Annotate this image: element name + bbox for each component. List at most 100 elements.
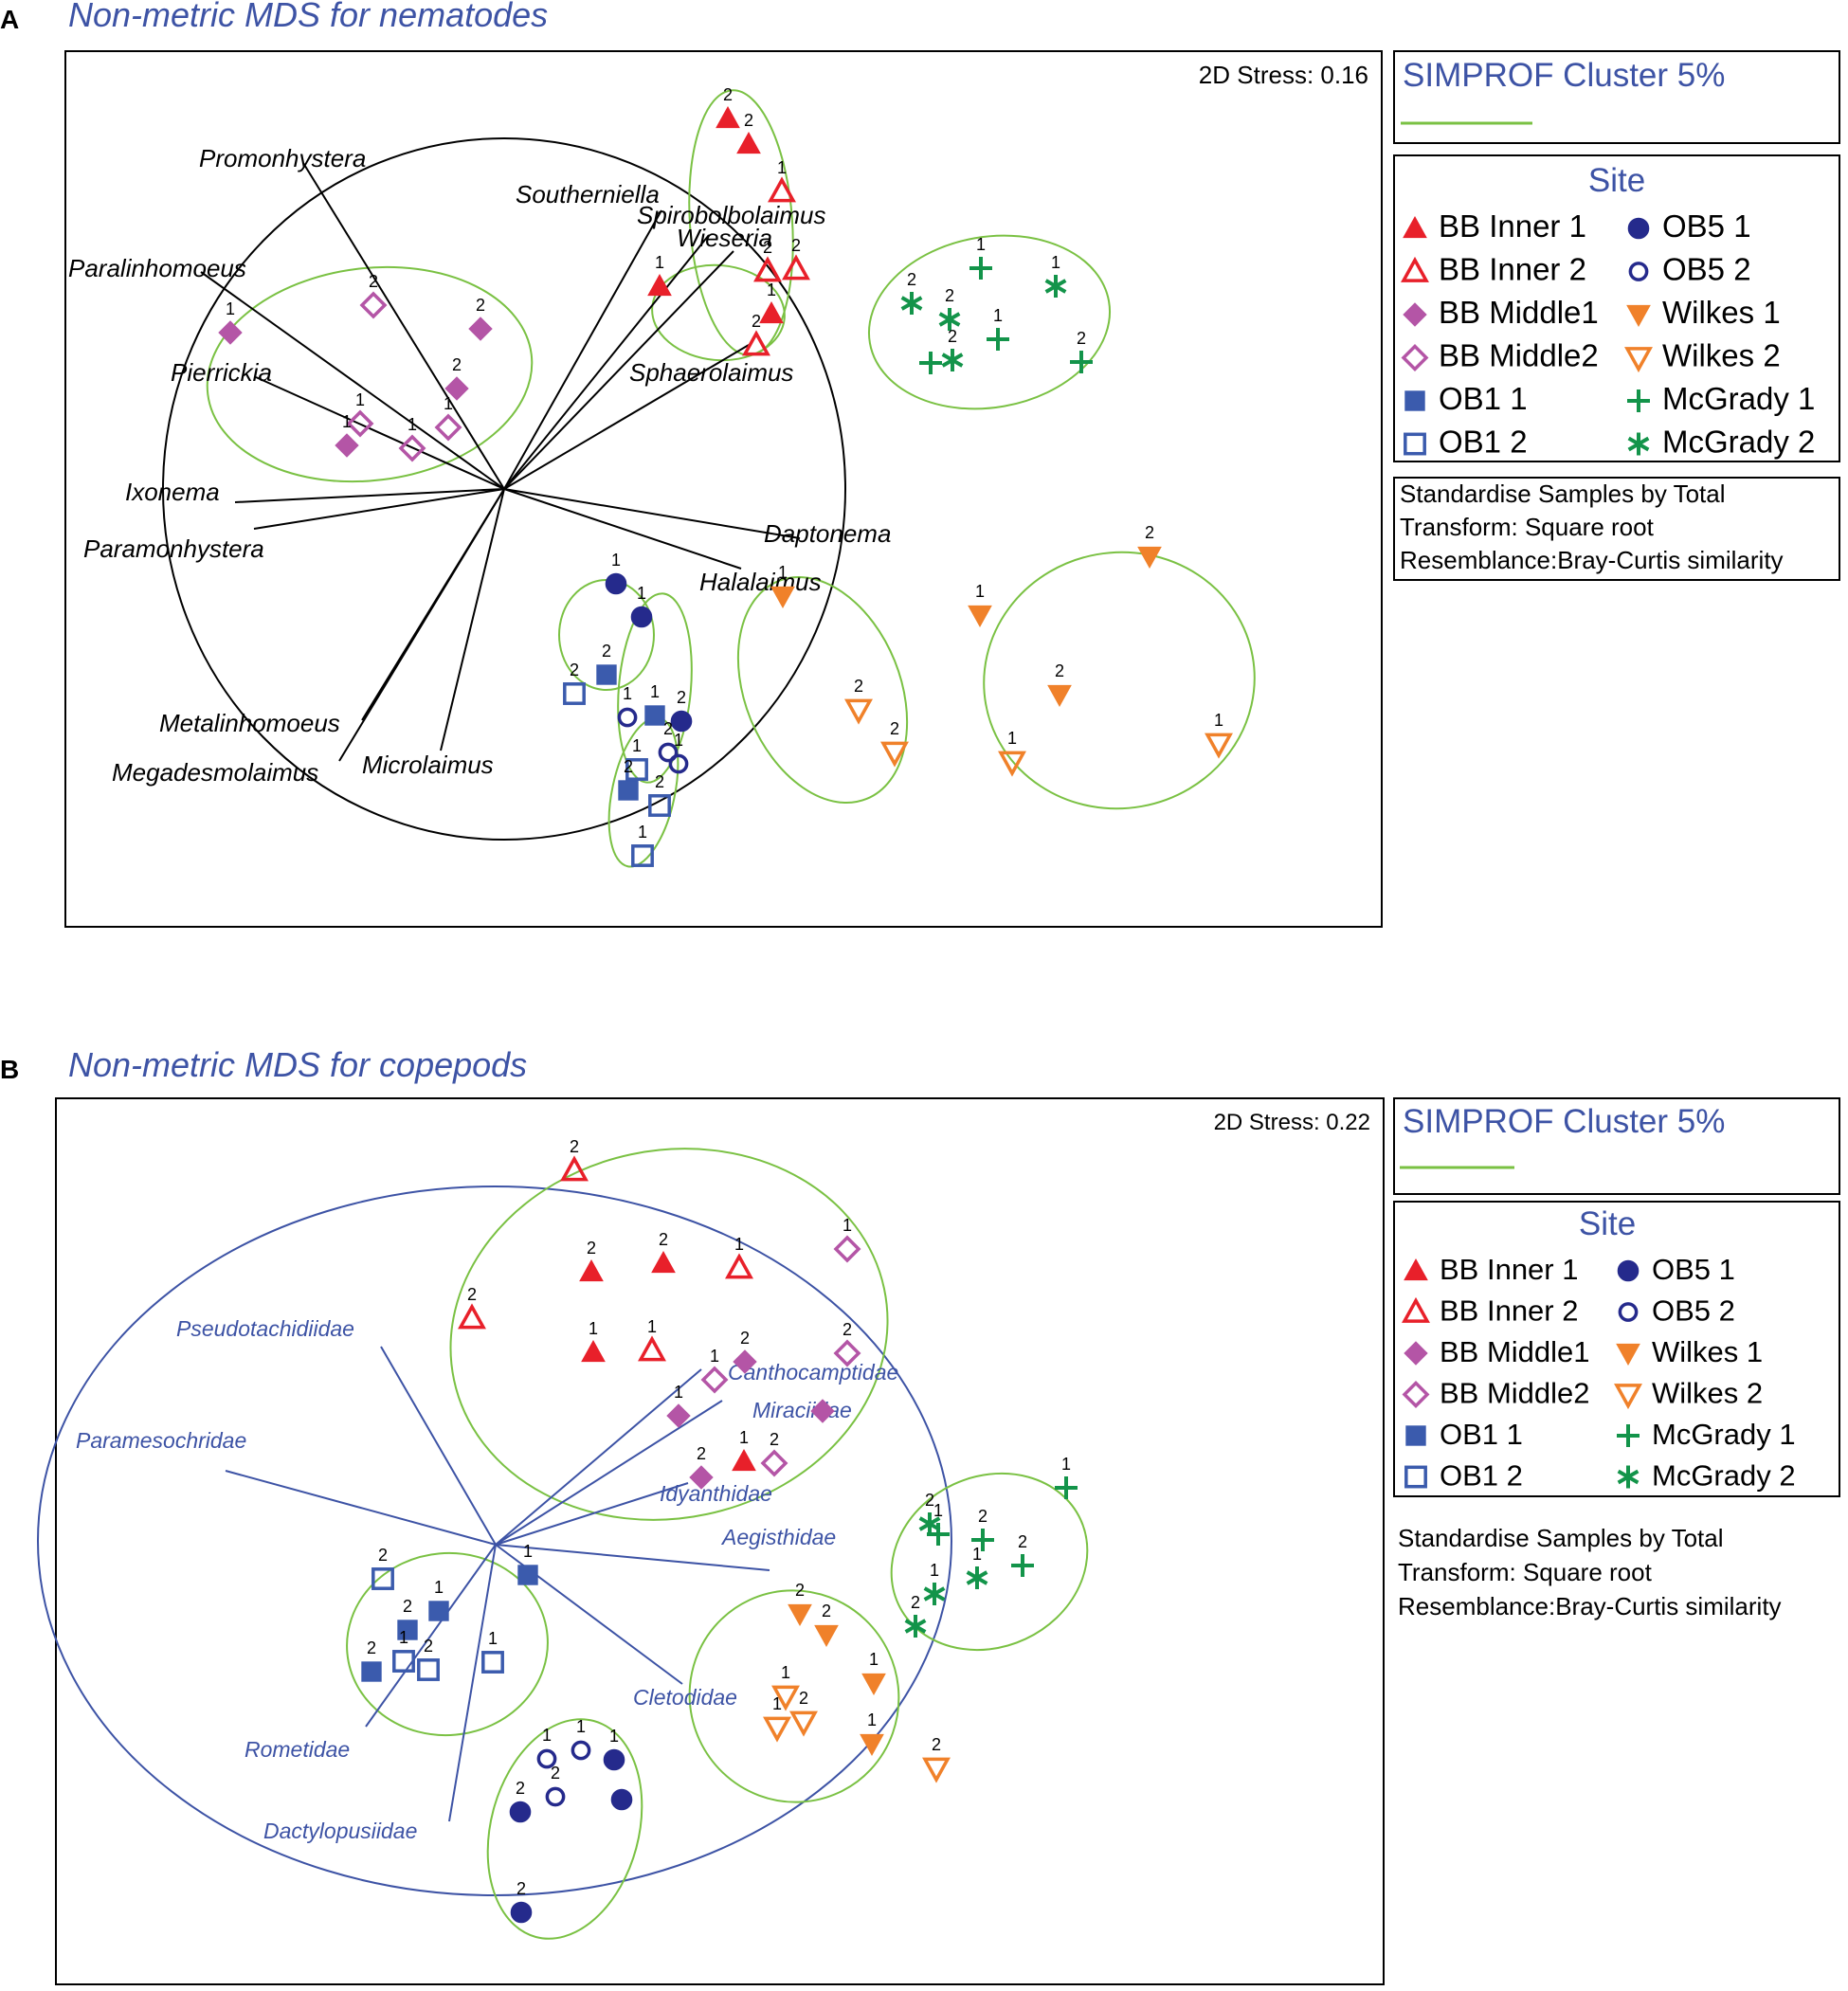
- point-label-a-11: 2: [476, 296, 485, 315]
- point-b-ob51-47: [510, 1901, 533, 1924]
- point-label-b-25: 2: [378, 1546, 388, 1565]
- legend-label-a-ob52: OB5 2: [1662, 252, 1751, 287]
- point-label-a-31: 1: [976, 235, 986, 254]
- point-b-bbm1-10: [733, 1349, 757, 1374]
- point-b-wil2-37: [789, 1710, 818, 1737]
- point-a-bbm1-9: [218, 320, 243, 345]
- point-label-b-37: 2: [799, 1689, 808, 1708]
- point-b-bbi2-1: [560, 1155, 589, 1182]
- vector-line-a-10: [503, 488, 801, 539]
- point-a-ob11-19: [596, 664, 617, 685]
- vector-label-a-1: Promonhystera: [199, 144, 366, 172]
- point-b-mcg2-22: [966, 1566, 988, 1589]
- point-label-b-41: 1: [542, 1726, 552, 1745]
- point-label-a-6: 1: [655, 253, 664, 272]
- vector-line-b-1: [380, 1346, 497, 1546]
- point-label-a-13: 1: [355, 390, 365, 409]
- point-b-ob12-25: [371, 1567, 394, 1590]
- point-label-b-7: 1: [589, 1319, 598, 1338]
- vector-line-b-2: [495, 1368, 702, 1546]
- point-label-a-28: 2: [655, 772, 664, 791]
- point-label-b-40: 2: [932, 1735, 941, 1754]
- point-label-a-37: 2: [1077, 329, 1086, 348]
- point-label-a-25: 1: [674, 731, 683, 750]
- vector-label-a-2: Southerniella: [516, 180, 660, 208]
- point-a-wil2-45: [1205, 733, 1233, 759]
- point-label-a-4: 2: [763, 238, 772, 257]
- point-a-ob12-20: [563, 682, 586, 705]
- legend-marker-a-ob12: [1404, 432, 1426, 456]
- point-label-a-10: 2: [369, 272, 378, 291]
- point-a-bbi2-5: [782, 254, 810, 281]
- point-b-mcg1-21: [1011, 1554, 1034, 1577]
- cluster-legend-box-a: [1393, 50, 1840, 144]
- point-b-bbi1-2: [579, 1258, 604, 1282]
- point-label-a-30: 2: [907, 270, 916, 289]
- point-label-b-26: 1: [523, 1542, 533, 1561]
- legend-marker-b-bbm2: [1402, 1381, 1430, 1408]
- point-label-a-5: 2: [791, 236, 801, 255]
- point-label-a-7: 1: [767, 281, 776, 299]
- point-a-mcg2-30: [900, 292, 923, 315]
- panel-b: B Non-metric MDS for copepods 2D Stress:…: [0, 1045, 1840, 1985]
- legend-label-b-bbi2: BB Inner 2: [1440, 1294, 1578, 1328]
- point-label-b-47: 2: [516, 1879, 526, 1898]
- point-label-b-45: 2: [516, 1779, 525, 1798]
- point-label-a-3: 1: [777, 158, 787, 177]
- point-a-wil1-43: [1047, 684, 1072, 708]
- site-legend-title-a: Site: [1588, 162, 1645, 199]
- point-label-a-33: 1: [1051, 253, 1060, 272]
- point-b-bbi1-7: [581, 1339, 606, 1363]
- point-a-bbm2-14: [434, 413, 462, 442]
- point-label-a-16: 1: [408, 415, 417, 434]
- point-a-wil1-41: [1137, 546, 1162, 570]
- point-b-ob52-41: [536, 1748, 557, 1769]
- vector-label-a-8: Ixonema: [125, 478, 220, 506]
- legend-marker-a-wil1: [1626, 304, 1651, 328]
- cluster-outline-b-5: [486, 1718, 643, 1940]
- point-a-mcg1-34: [987, 328, 1009, 351]
- stress-label-a: 2D Stress: 0.16: [1199, 61, 1368, 89]
- point-a-bbi1-6: [647, 273, 672, 297]
- point-label-b-29: 1: [399, 1628, 408, 1647]
- legend-label-b-ob11: OB1 1: [1440, 1418, 1523, 1451]
- site-legend-box-b: [1393, 1201, 1840, 1497]
- point-a-ob12-28: [648, 794, 671, 817]
- point-label-a-22: 1: [650, 682, 660, 701]
- vector-label-a-9: Paramonhystera: [83, 534, 264, 563]
- legend-label-a-mcg1: McGrady 1: [1662, 381, 1815, 416]
- point-b-mcg2-23: [923, 1583, 946, 1605]
- vector-label-b-6: Aegisthidae: [720, 1525, 836, 1549]
- point-label-a-27: 2: [624, 757, 633, 776]
- point-b-wil1-39: [860, 1733, 884, 1757]
- cluster-legend-box-b: [1393, 1097, 1840, 1195]
- point-a-wil1-38: [770, 586, 795, 609]
- point-b-bbm2-11: [700, 1366, 729, 1394]
- point-label-b-4: 1: [734, 1235, 744, 1254]
- legend-label-b-mcg2: McGrady 2: [1652, 1459, 1796, 1493]
- legend-label-a-ob11: OB1 1: [1439, 381, 1528, 416]
- legend-label-b-ob52: OB5 2: [1652, 1294, 1735, 1328]
- point-label-a-41: 2: [1145, 523, 1154, 542]
- point-a-wil2-40: [880, 741, 909, 768]
- legend-marker-b-mcg2: [1617, 1465, 1640, 1489]
- point-b-bbm1-13: [810, 1399, 835, 1423]
- vector-line-a-2: [503, 209, 662, 490]
- point-a-bbm1-12: [444, 376, 469, 401]
- vector-label-a-11: Halalaimus: [699, 568, 822, 596]
- legend-marker-a-bbi2: [1401, 256, 1429, 282]
- vector-line-a-1: [302, 162, 505, 490]
- legend-label-b-ob12: OB1 2: [1440, 1459, 1523, 1493]
- vector-label-b-1: Pseudotachidiidae: [176, 1316, 354, 1341]
- point-label-b-23: 1: [930, 1561, 939, 1580]
- vector-line-a-3: [503, 234, 710, 490]
- point-label-a-38: 1: [778, 563, 788, 582]
- vector-label-b-8: Rometidae: [245, 1737, 350, 1762]
- site-legend-title-b: Site: [1579, 1205, 1636, 1242]
- legend-marker-b-ob11: [1405, 1425, 1426, 1446]
- point-a-mcg1-37: [1070, 351, 1093, 373]
- point-a-ob51-17: [605, 572, 627, 595]
